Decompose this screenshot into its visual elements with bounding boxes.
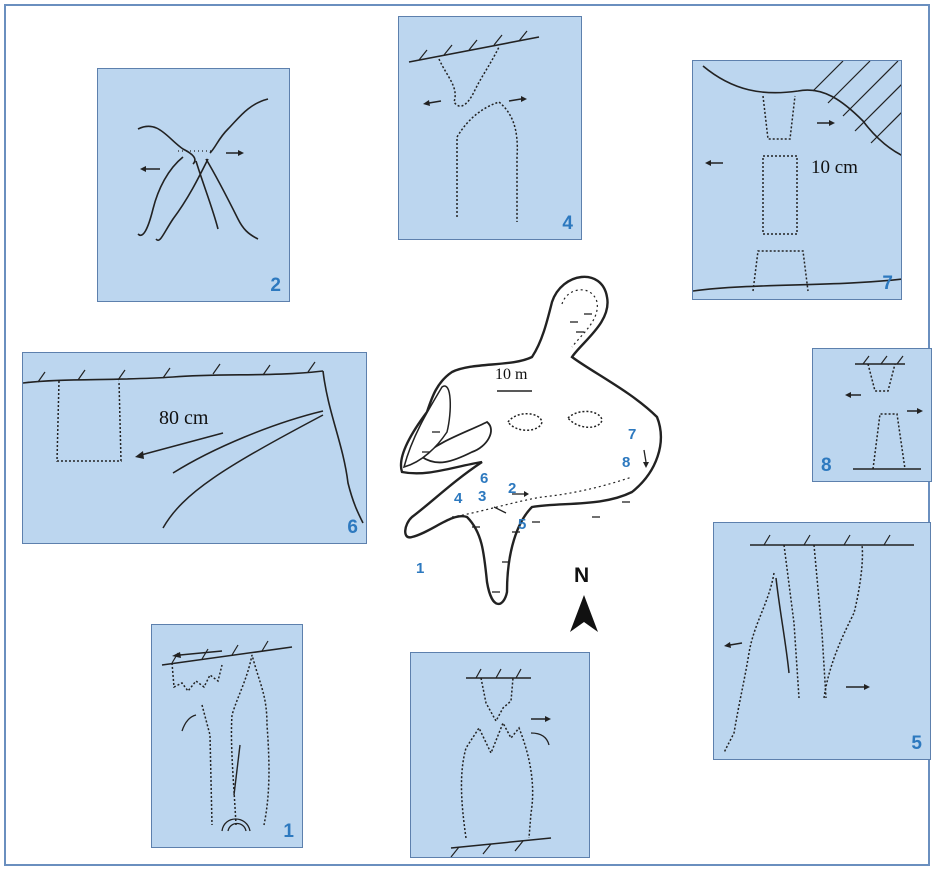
panel-1-number: 1 [283,821,294,843]
panel-7-number: 7 [882,273,893,295]
panel-6-sketch [23,353,367,544]
panel-4: 4 [398,16,582,240]
panel-1-sketch [152,625,303,848]
map-marker-1: 1 [416,560,424,577]
panel-4-number: 4 [562,213,573,235]
panel-6-dimension: 80 cm [159,407,208,430]
panel-2: 2 [97,68,290,302]
map-marker-2: 2 [508,480,516,497]
map-scale-label: 10 m [495,366,527,384]
map-marker-6: 6 [480,470,488,487]
panel-3-sketch [411,653,590,858]
panel-6-number: 6 [347,517,358,539]
map-marker-4: 4 [454,490,462,507]
cave-map: 10 m N 1 2 3 4 5 6 7 8 [392,262,692,632]
panel-7-dimension: 10 cm [811,157,858,179]
panel-5: 5 [713,522,931,760]
panel-5-number: 5 [911,733,922,755]
panel-3 [410,652,590,858]
panel-6: 80 cm 6 [22,352,367,544]
panel-2-sketch [98,69,290,302]
panel-5-sketch [714,523,931,760]
panel-8: 8 [812,348,932,482]
panel-7-sketch [693,61,902,300]
panel-1: 1 [151,624,303,848]
panel-7: 10 cm 7 [692,60,902,300]
map-marker-3: 3 [478,488,486,505]
panel-4-sketch [399,17,582,240]
map-marker-7: 7 [628,426,636,443]
panel-2-number: 2 [270,275,281,297]
cave-map-outline [392,262,692,632]
panel-8-number: 8 [821,455,832,477]
north-label: N [574,564,589,588]
map-marker-5: 5 [518,516,526,533]
map-marker-8: 8 [622,454,630,471]
north-arrow [570,595,598,632]
